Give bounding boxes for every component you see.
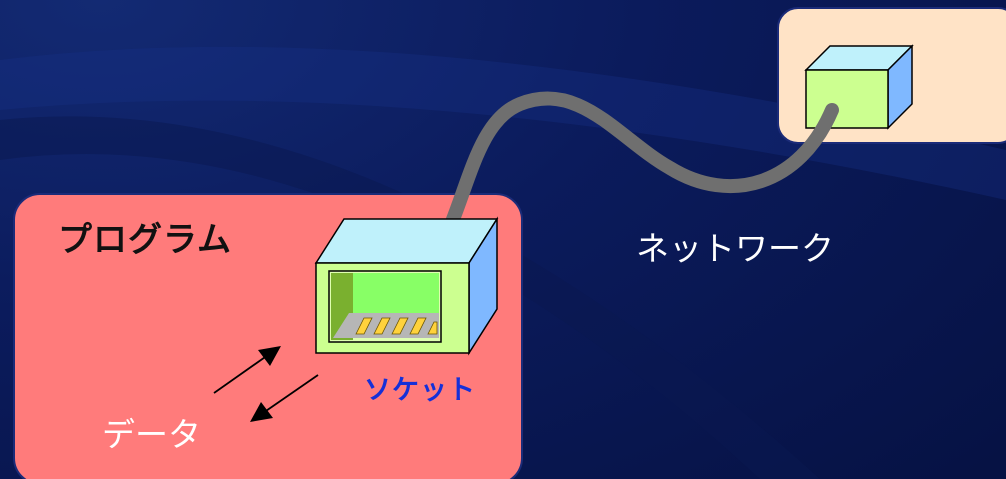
send-arrow — [213, 354, 269, 394]
remote-socket — [804, 44, 914, 130]
background-swoosh — [0, 46, 1006, 201]
background-swoosh — [0, 116, 820, 479]
socket — [314, 216, 499, 356]
data-arrows — [213, 346, 319, 422]
send-arrowhead — [258, 346, 281, 366]
data-label: データ — [102, 415, 201, 454]
receive-arrow — [262, 374, 319, 414]
network-cable — [441, 91, 839, 239]
socket-label: ソケット — [364, 375, 476, 406]
program-label: プログラム — [58, 220, 232, 260]
receive-arrowhead — [250, 402, 273, 422]
network-label: ネットワーク — [636, 229, 834, 268]
socket-contacts — [355, 317, 438, 335]
